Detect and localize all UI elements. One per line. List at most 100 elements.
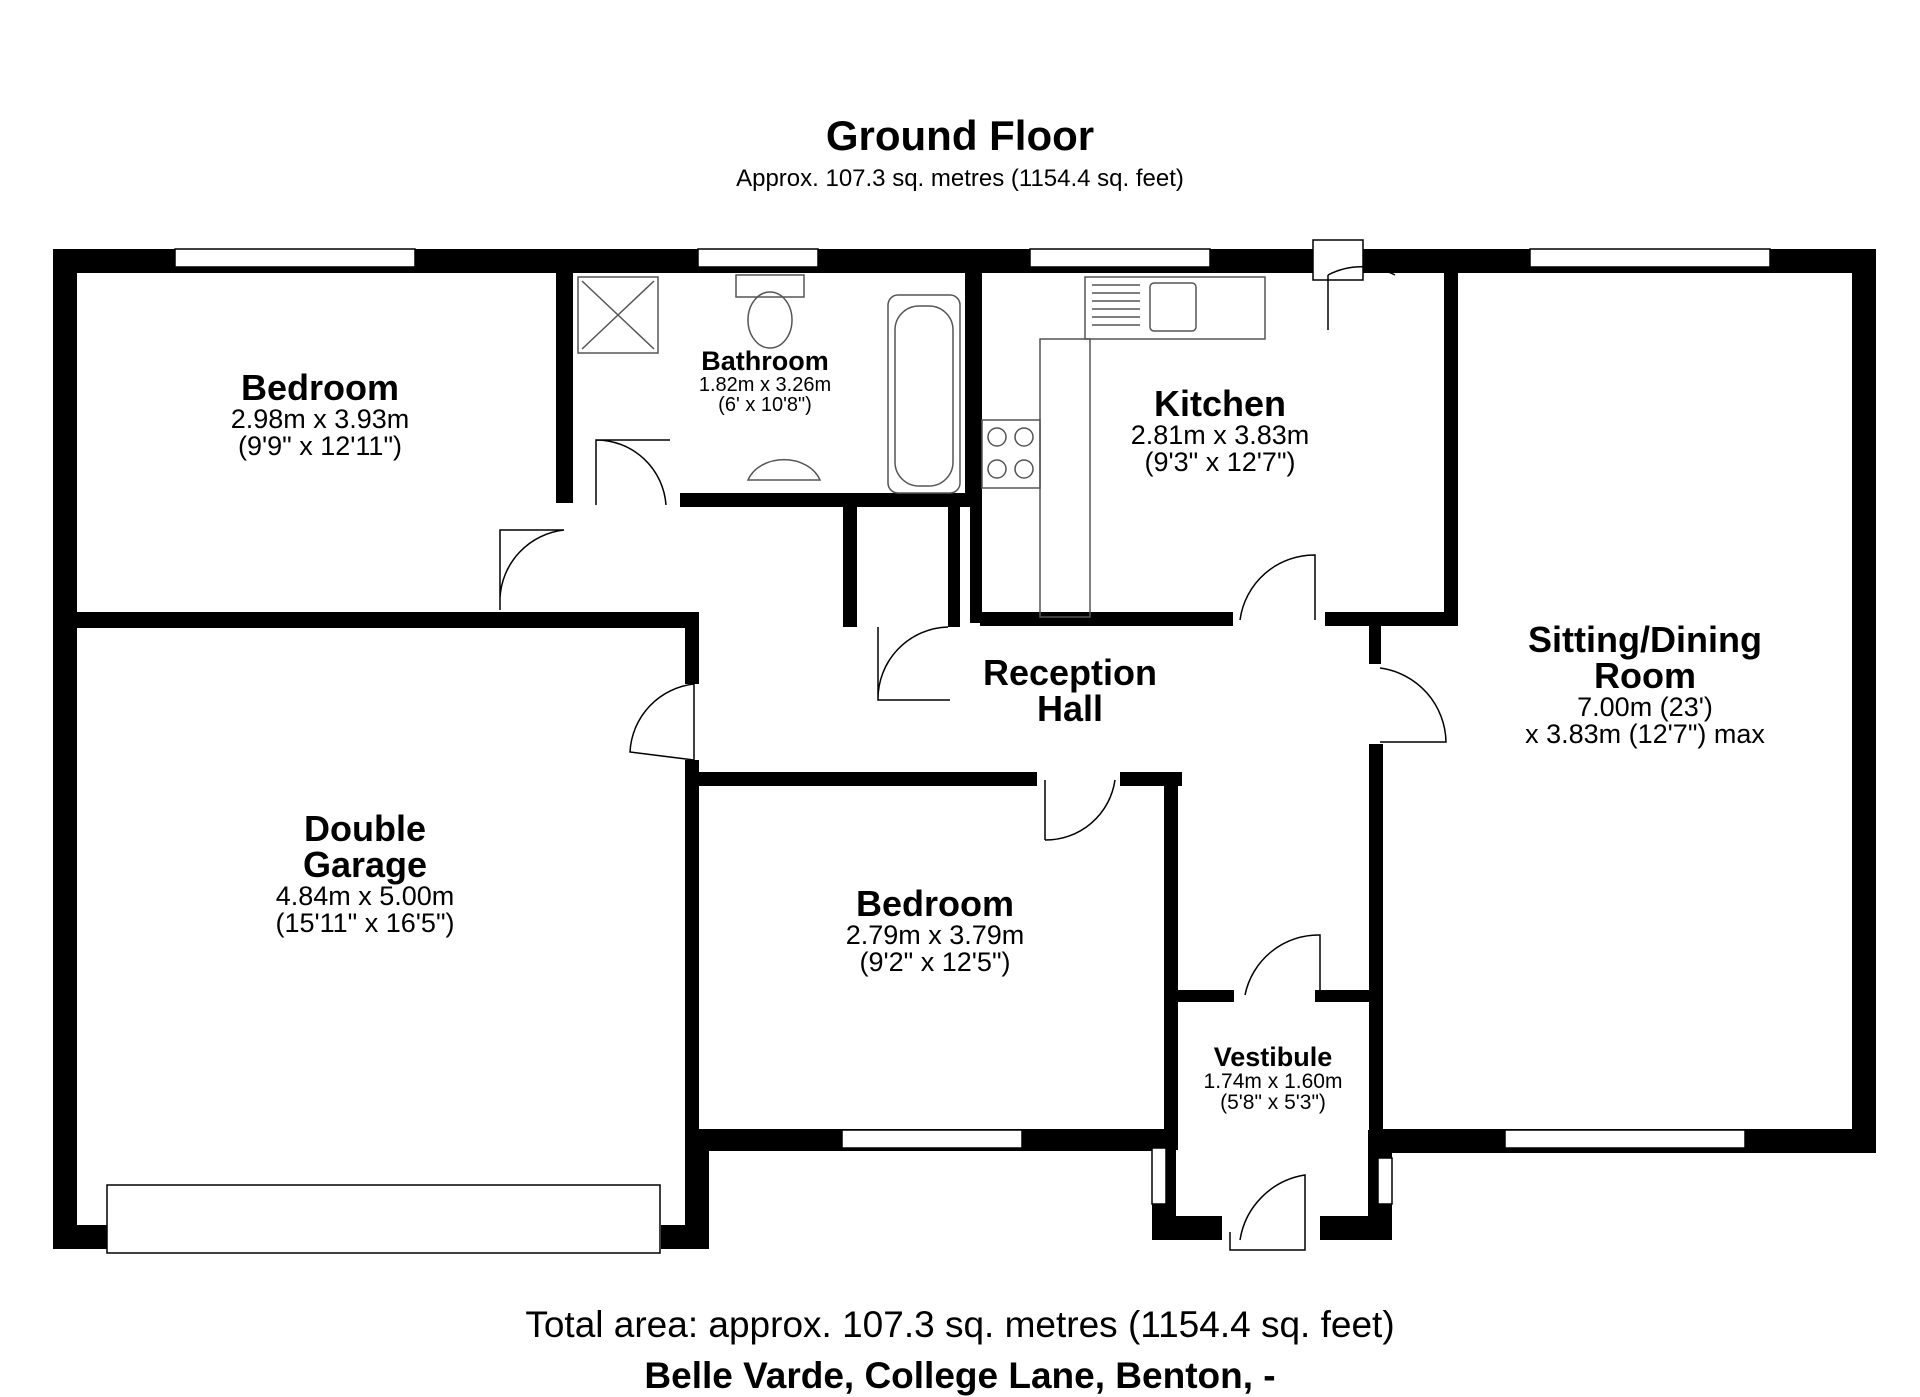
wall-cupboard-left bbox=[843, 505, 857, 627]
room-name-line2: Hall bbox=[1036, 688, 1104, 729]
door-swing-vestibule-top bbox=[1244, 934, 1321, 996]
room-name-line1: Sitting/Dining bbox=[1528, 619, 1762, 660]
room-dim-imperial: (9'2" x 12'5") bbox=[859, 947, 1011, 977]
wall-right bbox=[1852, 249, 1876, 1153]
window-sitting-top bbox=[1529, 248, 1771, 268]
room-kitchen: Kitchen 2.81m x 3.83m (9'3" x 12'7") bbox=[1085, 386, 1355, 476]
wall-vestibule-top-l bbox=[1164, 990, 1234, 1002]
worktop-left bbox=[1039, 338, 1091, 618]
walls bbox=[53, 249, 1876, 1249]
kitchen-counter bbox=[1084, 276, 1266, 340]
wall-kitchen-right bbox=[1444, 273, 1458, 626]
bath-inner bbox=[894, 305, 954, 487]
window-vestibule-left bbox=[1151, 1147, 1167, 1205]
drainer-lines bbox=[1092, 284, 1140, 326]
hob bbox=[981, 419, 1041, 489]
window-vestibule-right bbox=[1377, 1157, 1393, 1205]
door-swing-garage bbox=[629, 683, 695, 761]
room-name: Kitchen bbox=[1153, 383, 1286, 424]
door-swing-sitting bbox=[1379, 667, 1447, 743]
room-dim-metric: 1.74m x 1.60m bbox=[1203, 1070, 1343, 1093]
door-swing-bedroom2 bbox=[1044, 779, 1116, 841]
room-name-line2: Room bbox=[1594, 655, 1696, 696]
wall-left bbox=[53, 249, 77, 1249]
room-name: Vestibule bbox=[1213, 1042, 1333, 1072]
window-bathroom bbox=[697, 248, 819, 268]
wall-kitchen-bottom bbox=[980, 612, 1233, 626]
floor-area: Approx. 107.3 sq. metres (1154.4 sq. fee… bbox=[736, 165, 1184, 192]
room-name: Bedroom bbox=[855, 883, 1014, 924]
room-dim-imperial: (15'11" x 16'5") bbox=[275, 908, 455, 938]
bath bbox=[887, 294, 961, 494]
room-name-line2: Garage bbox=[302, 844, 428, 885]
door-swing-bedroom1 bbox=[499, 529, 565, 610]
wall-sitting-left-top bbox=[1369, 626, 1381, 664]
room-name: Bedroom bbox=[240, 367, 399, 408]
room-name: Bathroom bbox=[701, 346, 829, 376]
room-dim-imperial: (5'8" x 5'3") bbox=[1220, 1091, 1326, 1114]
wall-garage-right-top bbox=[685, 612, 699, 684]
room-sitting-dining: Sitting/Dining Room 7.00m (23') x 3.83m … bbox=[1480, 622, 1810, 748]
wall-vestibule-bottom-r bbox=[1320, 1216, 1392, 1240]
room-reception-hall: Reception Hall bbox=[940, 655, 1200, 727]
hob-ring-2 bbox=[1014, 427, 1034, 447]
door-swing-front bbox=[1229, 1174, 1306, 1251]
wall-garage-bottom-left bbox=[53, 1225, 107, 1249]
property-address: Belle Varde, College Lane, Benton, - bbox=[644, 1355, 1276, 1396]
room-bedroom-2: Bedroom 2.79m x 3.79m (9'2" x 12'5") bbox=[790, 886, 1080, 976]
wall-bedroom2-right bbox=[1164, 772, 1178, 1150]
room-dim-imperial: (6' x 10'8") bbox=[718, 394, 812, 416]
toilet-cistern bbox=[735, 274, 805, 298]
door-swing-hall-top bbox=[595, 439, 670, 506]
door-swing-kitchen-back bbox=[1327, 265, 1396, 330]
floor-title: Ground Floor bbox=[825, 112, 1095, 159]
room-dim-imperial: (9'9" x 12'11") bbox=[237, 431, 403, 461]
room-dim-line2: x 3.83m (12'7") max bbox=[1525, 719, 1765, 749]
room-bedroom-1: Bedroom 2.98m x 3.93m (9'9" x 12'11") bbox=[170, 370, 470, 460]
fixtures bbox=[577, 274, 1266, 618]
wall-kitchen-bottom-r bbox=[1325, 612, 1455, 626]
wall-cupboard-right bbox=[948, 505, 960, 627]
garage-door bbox=[106, 1184, 661, 1254]
room-dim-metric: 2.79m x 3.79m bbox=[845, 920, 1025, 950]
wall-bath-bottom bbox=[680, 493, 970, 507]
hob-ring-3 bbox=[987, 459, 1007, 479]
door-swing-cupboard bbox=[877, 626, 950, 701]
wall-bath-left bbox=[565, 273, 573, 503]
door-swing-kitchen bbox=[1239, 554, 1316, 621]
shower-lines bbox=[581, 280, 655, 350]
wall-bedroom2-top bbox=[695, 772, 1037, 786]
room-dim-metric: 2.98m x 3.93m bbox=[230, 404, 410, 434]
doors bbox=[499, 239, 1447, 1251]
door-kitchen-back bbox=[1312, 239, 1364, 281]
wall-sitting-left bbox=[1369, 744, 1383, 1144]
wall-vestibule-bottom-l bbox=[1152, 1216, 1222, 1240]
window-bedroom2 bbox=[841, 1129, 1023, 1149]
room-name-line1: Reception bbox=[982, 652, 1158, 693]
room-dim-line1: 7.00m (23') bbox=[1577, 692, 1713, 722]
room-vestibule: Vestibule 1.74m x 1.60m (5'8" x 5'3") bbox=[1180, 1042, 1366, 1114]
total-area: Total area: approx. 107.3 sq. metres (11… bbox=[525, 1304, 1395, 1345]
toilet-bowl bbox=[747, 291, 793, 349]
room-dim-metric: 4.84m x 5.00m bbox=[275, 881, 455, 911]
room-dim-metric: 2.81m x 3.83m bbox=[1130, 420, 1310, 450]
wall-bedroom1-bottom bbox=[77, 612, 697, 628]
room-bathroom: Bathroom 1.82m x 3.26m (6' x 10'8") bbox=[680, 346, 850, 416]
windows bbox=[106, 248, 1771, 1254]
window-kitchen bbox=[1029, 248, 1211, 268]
room-dim-imperial: (9'3" x 12'7") bbox=[1144, 447, 1296, 477]
kitchen-sink bbox=[1149, 282, 1197, 332]
room-double-garage: Double Garage 4.84m x 5.00m (15'11" x 16… bbox=[220, 811, 510, 937]
room-dim-metric: 1.82m x 3.26m bbox=[698, 374, 832, 396]
shower-tray bbox=[577, 276, 659, 354]
hob-ring-4 bbox=[1014, 459, 1034, 479]
wall-garage-right-mid bbox=[685, 760, 699, 1140]
room-name-line1: Double bbox=[304, 808, 426, 849]
hob-ring-1 bbox=[987, 427, 1007, 447]
wall-kitchen-left bbox=[970, 273, 982, 623]
window-bedroom1 bbox=[174, 248, 416, 268]
window-sitting-bottom bbox=[1504, 1129, 1746, 1149]
basin bbox=[746, 458, 822, 481]
wall-vestibule-top-r bbox=[1315, 990, 1375, 1002]
